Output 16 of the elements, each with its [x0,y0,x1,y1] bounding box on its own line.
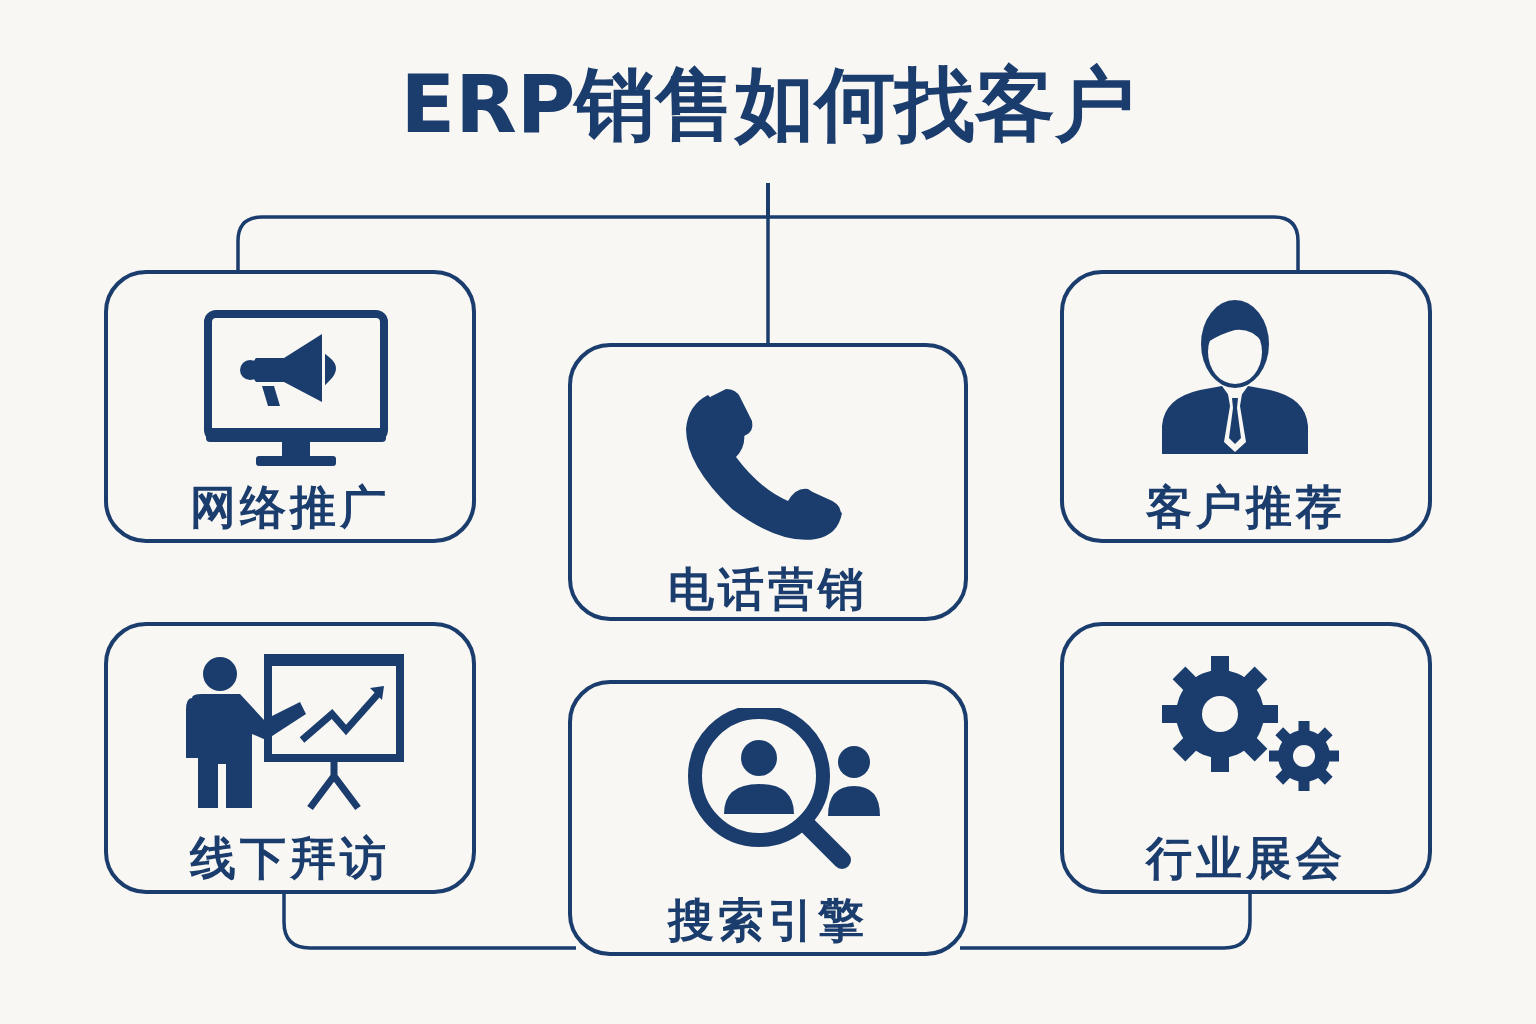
connector-line [766,183,1300,270]
channel-label: 搜索引擎 [666,892,869,949]
channel-label: 电话营销 [667,561,869,618]
title: ERP销售如何找客户 [330,55,1206,183]
channel-label: 线下拜访 [188,830,391,887]
channel-label: 客户推荐 [1145,479,1347,536]
channel-box [568,343,968,621]
channel-label: 行业展会 [1144,830,1347,887]
connector-line [960,894,1252,950]
channel-box [1060,622,1432,894]
channel-box [104,622,476,894]
connector-line [282,894,576,950]
channel-box [104,270,476,543]
channel-box [1060,270,1432,543]
channel-label: 网络推广 [189,479,391,536]
channel-box [568,680,968,956]
